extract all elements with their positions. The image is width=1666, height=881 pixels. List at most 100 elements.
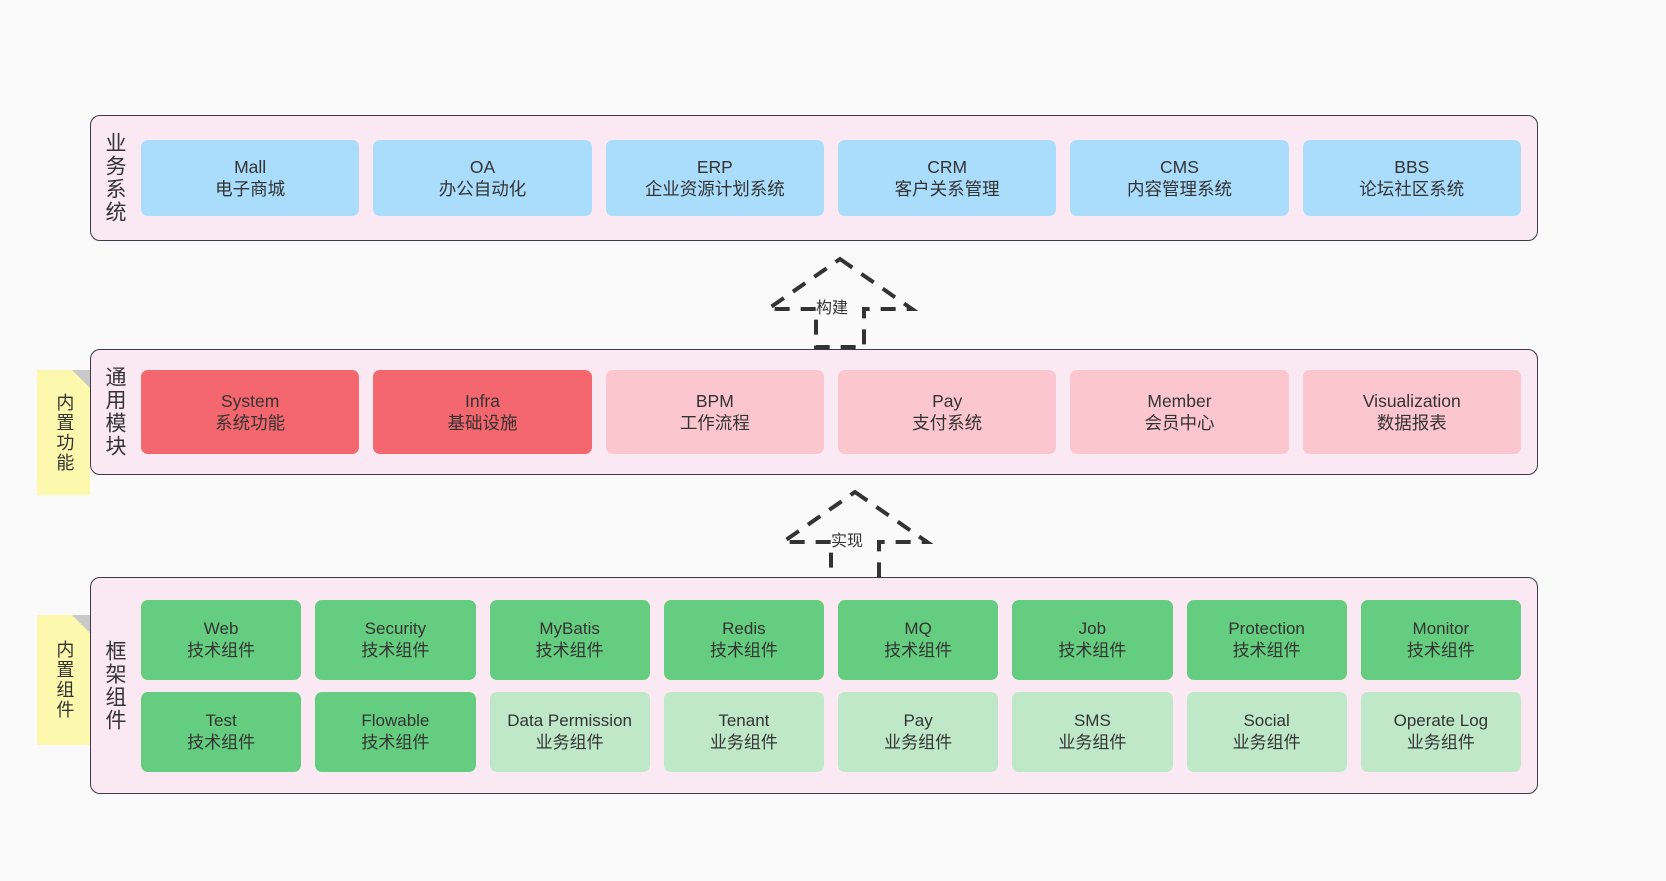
node-title: CMS — [1160, 156, 1199, 177]
node-protection[interactable]: Protection 技术组件 — [1186, 599, 1347, 680]
node-flowable[interactable]: Flowable 技术组件 — [315, 691, 476, 772]
arrow-label-implement: 实现 — [831, 533, 864, 550]
node-oa[interactable]: OA 办公自动化 — [373, 140, 592, 216]
node-title: Data Permission — [507, 710, 632, 730]
node-tenant[interactable]: Tenant 业务组件 — [663, 691, 824, 772]
arrow-implement-icon — [776, 489, 934, 582]
layer-body-framework-components: Web 技术组件 Security 技术组件 MyBatis 技术组件 Redi… — [137, 578, 1537, 793]
node-title: Infra — [464, 390, 500, 411]
node-title: MQ — [904, 618, 932, 638]
node-web[interactable]: Web 技术组件 — [141, 599, 302, 680]
sticky-note-built-in-functions: 内置功能 — [37, 370, 90, 495]
node-title: Job — [1078, 618, 1107, 638]
node-subtitle: 业务组件 — [535, 732, 604, 752]
layer-common-modules: 通用模块 System 系统功能 Infra 基础设施 BPM 工作流程 Pay… — [90, 349, 1538, 475]
node-subtitle: 业务组件 — [1058, 732, 1127, 752]
node-subtitle: 系统功能 — [215, 413, 286, 433]
arrow-label-build: 构建 — [816, 300, 849, 317]
node-title: Social — [1243, 710, 1290, 730]
node-title: BBS — [1394, 156, 1430, 177]
node-subtitle: 数据报表 — [1376, 413, 1447, 433]
node-title: Mall — [234, 156, 267, 177]
node-crm[interactable]: CRM 客户关系管理 — [837, 140, 1057, 216]
node-bpm[interactable]: BPM 工作流程 — [605, 370, 824, 454]
node-title: Web — [203, 618, 239, 638]
generalization-arrow-implement: 实现 — [775, 488, 935, 584]
node-subtitle: 业务组件 — [884, 732, 953, 752]
node-row: System 系统功能 Infra 基础设施 BPM 工作流程 Pay 支付系统… — [141, 370, 1521, 454]
node-subtitle: 技术组件 — [361, 732, 430, 752]
node-social[interactable]: Social 业务组件 — [1186, 691, 1347, 772]
node-title: Security — [364, 618, 427, 638]
node-title: Monitor — [1412, 618, 1470, 638]
node-cms[interactable]: CMS 内容管理系统 — [1070, 140, 1289, 216]
node-title: OA — [469, 156, 496, 177]
layer-label-common-modules: 通用模块 — [103, 366, 127, 458]
node-title: Visualization — [1362, 390, 1461, 411]
node-visualization[interactable]: Visualization 数据报表 — [1302, 370, 1521, 454]
node-mq[interactable]: MQ 技术组件 — [838, 599, 999, 680]
sticky-note-text: 内置功能 — [54, 392, 75, 473]
node-data-permission[interactable]: Data Permission 业务组件 — [489, 691, 650, 772]
node-infra[interactable]: Infra 基础设施 — [373, 370, 592, 454]
node-subtitle: 技术组件 — [361, 640, 430, 660]
layer-label-framework-components: 框架组件 — [103, 639, 127, 732]
node-subtitle: 办公自动化 — [438, 179, 527, 199]
node-erp[interactable]: ERP 企业资源计划系统 — [605, 140, 824, 216]
node-subtitle: 技术组件 — [884, 640, 953, 660]
node-title: Test — [205, 710, 237, 730]
node-subtitle: 技术组件 — [187, 732, 256, 752]
node-subtitle: 电子商城 — [215, 179, 286, 199]
node-mybatis[interactable]: MyBatis 技术组件 — [489, 599, 650, 680]
node-title: Tenant — [718, 710, 770, 730]
node-monitor[interactable]: Monitor 技术组件 — [1360, 599, 1521, 680]
node-system[interactable]: System 系统功能 — [141, 370, 360, 454]
node-subtitle: 技术组件 — [709, 640, 778, 660]
node-subtitle: 技术组件 — [535, 640, 604, 660]
node-subtitle: 工作流程 — [679, 413, 750, 433]
node-member[interactable]: Member 会员中心 — [1070, 370, 1289, 454]
node-title: MyBatis — [539, 618, 600, 638]
node-title: System — [220, 390, 280, 411]
node-title: BPM — [695, 390, 734, 411]
node-sms[interactable]: SMS 业务组件 — [1012, 691, 1173, 772]
node-subtitle: 技术组件 — [1406, 640, 1475, 660]
sticky-note-text: 内置组件 — [54, 640, 75, 720]
node-redis[interactable]: Redis 技术组件 — [663, 599, 824, 680]
layer-framework-components: 框架组件 Web 技术组件 Security 技术组件 MyBatis 技术组件… — [90, 577, 1538, 794]
node-row-biz: Test 技术组件 Flowable 技术组件 Data Permission … — [141, 691, 1521, 772]
node-subtitle: 业务组件 — [1232, 732, 1301, 752]
node-subtitle: 技术组件 — [187, 640, 256, 660]
node-pay-module[interactable]: Pay 支付系统 — [837, 370, 1057, 454]
node-title: Member — [1147, 390, 1212, 411]
node-operate-log[interactable]: Operate Log 业务组件 — [1360, 691, 1521, 772]
node-row-tech: Web 技术组件 Security 技术组件 MyBatis 技术组件 Redi… — [141, 599, 1521, 680]
node-title: ERP — [696, 156, 733, 177]
node-pay-component[interactable]: Pay 业务组件 — [838, 691, 999, 772]
node-subtitle: 技术组件 — [1232, 640, 1301, 660]
layer-business-systems: 业务系统 Mall 电子商城 OA 办公自动化 ERP 企业资源计划系统 CRM… — [90, 115, 1538, 241]
node-bbs[interactable]: BBS 论坛社区系统 — [1302, 140, 1521, 216]
node-subtitle: 支付系统 — [912, 413, 983, 433]
node-title: Flowable — [361, 710, 430, 730]
node-job[interactable]: Job 技术组件 — [1012, 599, 1173, 680]
node-title: Protection — [1228, 618, 1305, 638]
layer-label-business-systems: 业务系统 — [103, 132, 127, 224]
node-title: Redis — [722, 618, 766, 638]
node-test[interactable]: Test 技术组件 — [141, 691, 302, 772]
node-subtitle: 企业资源计划系统 — [644, 179, 785, 199]
node-title: CRM — [927, 156, 968, 177]
generalization-arrow-build: 构建 — [760, 255, 920, 351]
node-subtitle: 技术组件 — [1058, 640, 1127, 660]
node-mall[interactable]: Mall 电子商城 — [141, 140, 360, 216]
layer-body-business-systems: Mall 电子商城 OA 办公自动化 ERP 企业资源计划系统 CRM 客户关系… — [137, 116, 1537, 240]
node-title: SMS — [1073, 710, 1111, 730]
node-security[interactable]: Security 技术组件 — [315, 599, 476, 680]
node-subtitle: 业务组件 — [1406, 732, 1475, 752]
node-title: Pay — [903, 710, 933, 730]
node-subtitle: 论坛社区系统 — [1359, 179, 1465, 199]
layer-body-common-modules: System 系统功能 Infra 基础设施 BPM 工作流程 Pay 支付系统… — [137, 350, 1537, 474]
node-row: Mall 电子商城 OA 办公自动化 ERP 企业资源计划系统 CRM 客户关系… — [141, 140, 1521, 216]
node-subtitle: 业务组件 — [709, 732, 778, 752]
